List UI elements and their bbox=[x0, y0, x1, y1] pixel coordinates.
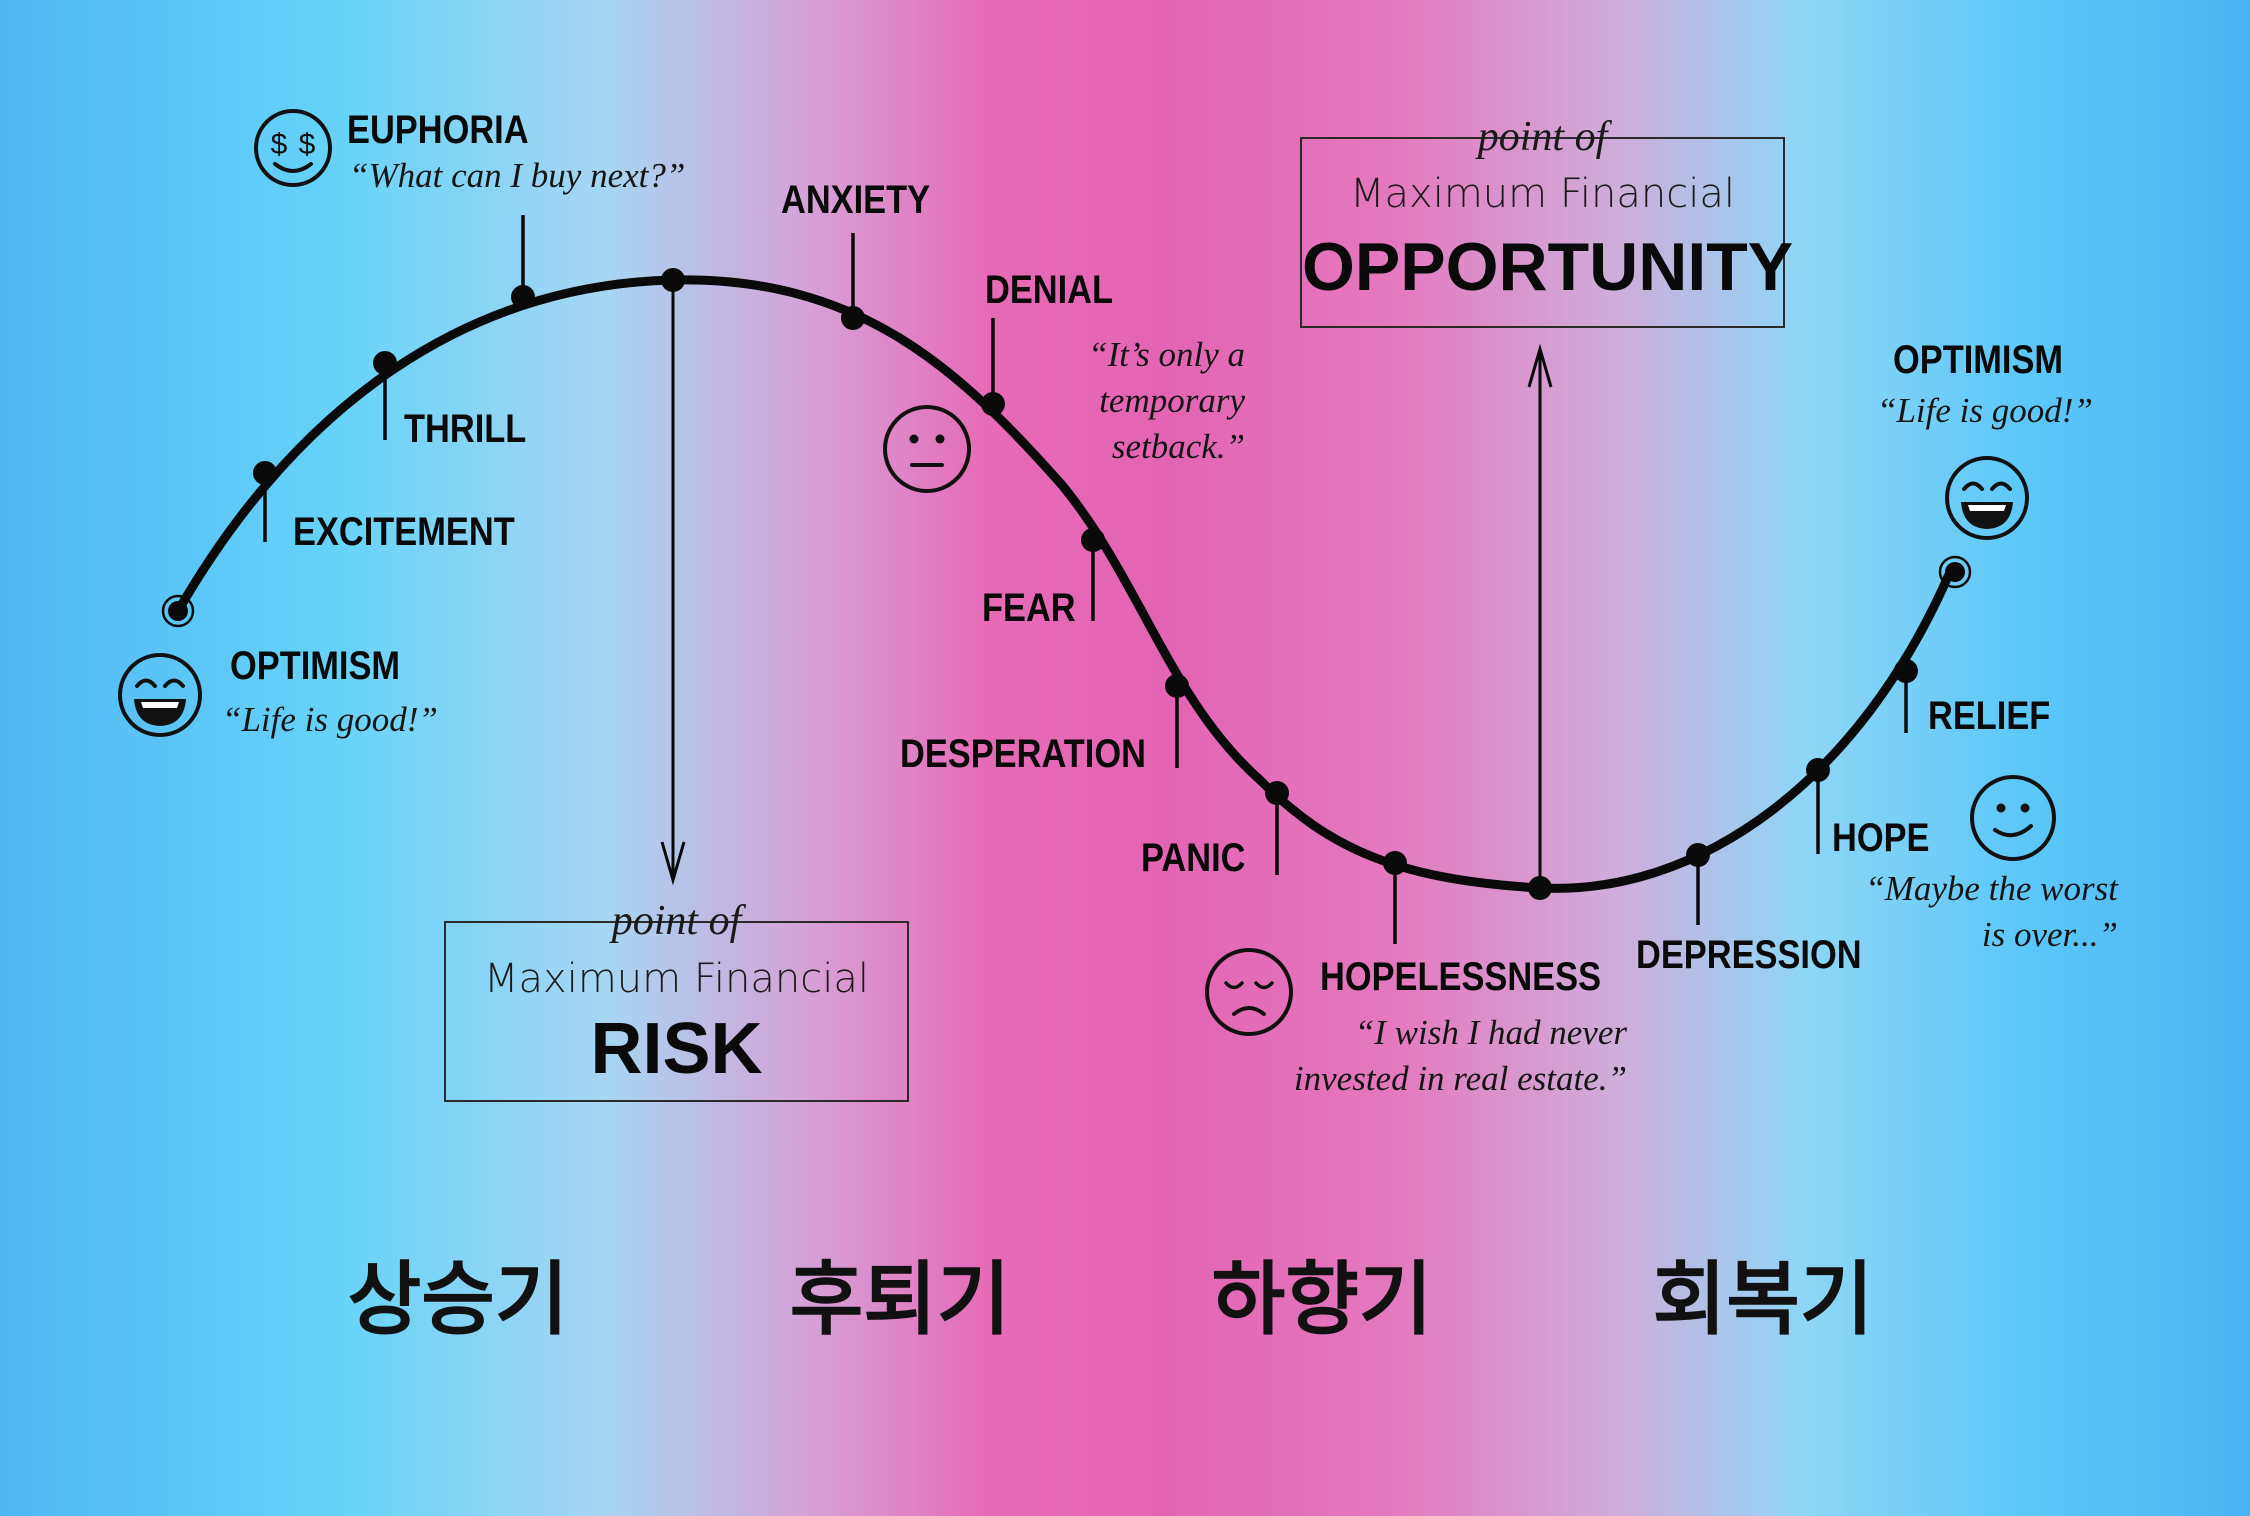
label-fear: FEAR bbox=[982, 586, 1076, 630]
dot-hopelessness bbox=[1383, 851, 1407, 875]
label-thrill: THRILL bbox=[404, 407, 527, 451]
dot-hope bbox=[1806, 758, 1830, 782]
end-dots bbox=[161, 555, 1972, 628]
label-excitement: EXCITEMENT bbox=[293, 510, 515, 554]
dot-thrill bbox=[373, 351, 397, 375]
neutral-face-icon bbox=[883, 405, 971, 493]
stage-dots bbox=[253, 268, 1918, 900]
quote-optimism-end: “Life is good!” bbox=[1877, 391, 2093, 430]
label-hopelessness: HOPELESSNESS bbox=[1320, 955, 1602, 999]
sad-face-icon bbox=[1205, 948, 1293, 1036]
quote-optimism-start: “Life is good!” bbox=[222, 700, 438, 739]
label-denial: DENIAL bbox=[985, 268, 1114, 312]
risk-arrow bbox=[660, 280, 686, 886]
opportunity-title: OPPORTUNITY bbox=[1302, 229, 1794, 305]
phase-label-recovery: 회복기 bbox=[1652, 1253, 1874, 1346]
dot-euphoria bbox=[511, 285, 535, 309]
dot-excitement bbox=[253, 461, 277, 485]
dot-desperation bbox=[1165, 674, 1189, 698]
quote-hopelessness: “I wish I had never invested in real est… bbox=[1293, 1013, 1627, 1098]
dot-panic bbox=[1265, 781, 1289, 805]
risk-subtitle: Maximum Financial bbox=[484, 956, 869, 1002]
dot-denial bbox=[981, 392, 1005, 416]
dot-anxiety bbox=[841, 306, 865, 330]
label-relief: RELIEF bbox=[1928, 694, 2051, 738]
laughing-face-icon bbox=[1945, 456, 2029, 540]
label-desperation: DESPERATION bbox=[900, 732, 1146, 776]
opportunity-subtitle: Maximum Financial bbox=[1350, 171, 1735, 217]
dot-relief bbox=[1894, 659, 1918, 683]
dot-fear bbox=[1081, 528, 1105, 552]
cycle-curve bbox=[173, 275, 1955, 893]
label-hope: HOPE bbox=[1832, 816, 1930, 860]
risk-point-of: point of bbox=[611, 898, 742, 944]
quote-hope: “Maybe the worst is over...” bbox=[1865, 869, 2118, 954]
phase-label-downturn: 하향기 bbox=[1211, 1253, 1433, 1346]
smiling-face-icon bbox=[1970, 775, 2056, 861]
quote-denial: “It’s only a temporary setback.” bbox=[1088, 335, 1245, 466]
label-anxiety: ANXIETY bbox=[781, 178, 931, 222]
label-optimism-start: OPTIMISM bbox=[230, 644, 401, 688]
dollar-eyes-face-icon: $ $ bbox=[254, 109, 332, 187]
quote-euphoria: “What can I buy next?” bbox=[349, 156, 686, 195]
label-panic: PANIC bbox=[1141, 836, 1246, 880]
phase-label-recession: 후퇴기 bbox=[789, 1253, 1011, 1346]
svg-text:$: $ bbox=[299, 128, 316, 161]
svg-text:$: $ bbox=[271, 128, 288, 161]
phase-label-expansion: 상승기 bbox=[347, 1253, 569, 1346]
max-risk-box: point of Maximum Financial RISK bbox=[444, 898, 909, 1102]
laughing-face-icon bbox=[118, 653, 202, 737]
label-optimism-end: OPTIMISM bbox=[1893, 338, 2064, 382]
dot-depression bbox=[1686, 843, 1710, 867]
risk-title: RISK bbox=[590, 1009, 763, 1089]
max-opportunity-box: point of Maximum Financial OPPORTUNITY bbox=[1300, 114, 1794, 328]
label-euphoria: EUPHORIA bbox=[347, 108, 529, 152]
opportunity-arrow bbox=[1527, 343, 1553, 888]
label-depression: DEPRESSION bbox=[1636, 933, 1862, 977]
opportunity-point-of: point of bbox=[1477, 114, 1608, 160]
